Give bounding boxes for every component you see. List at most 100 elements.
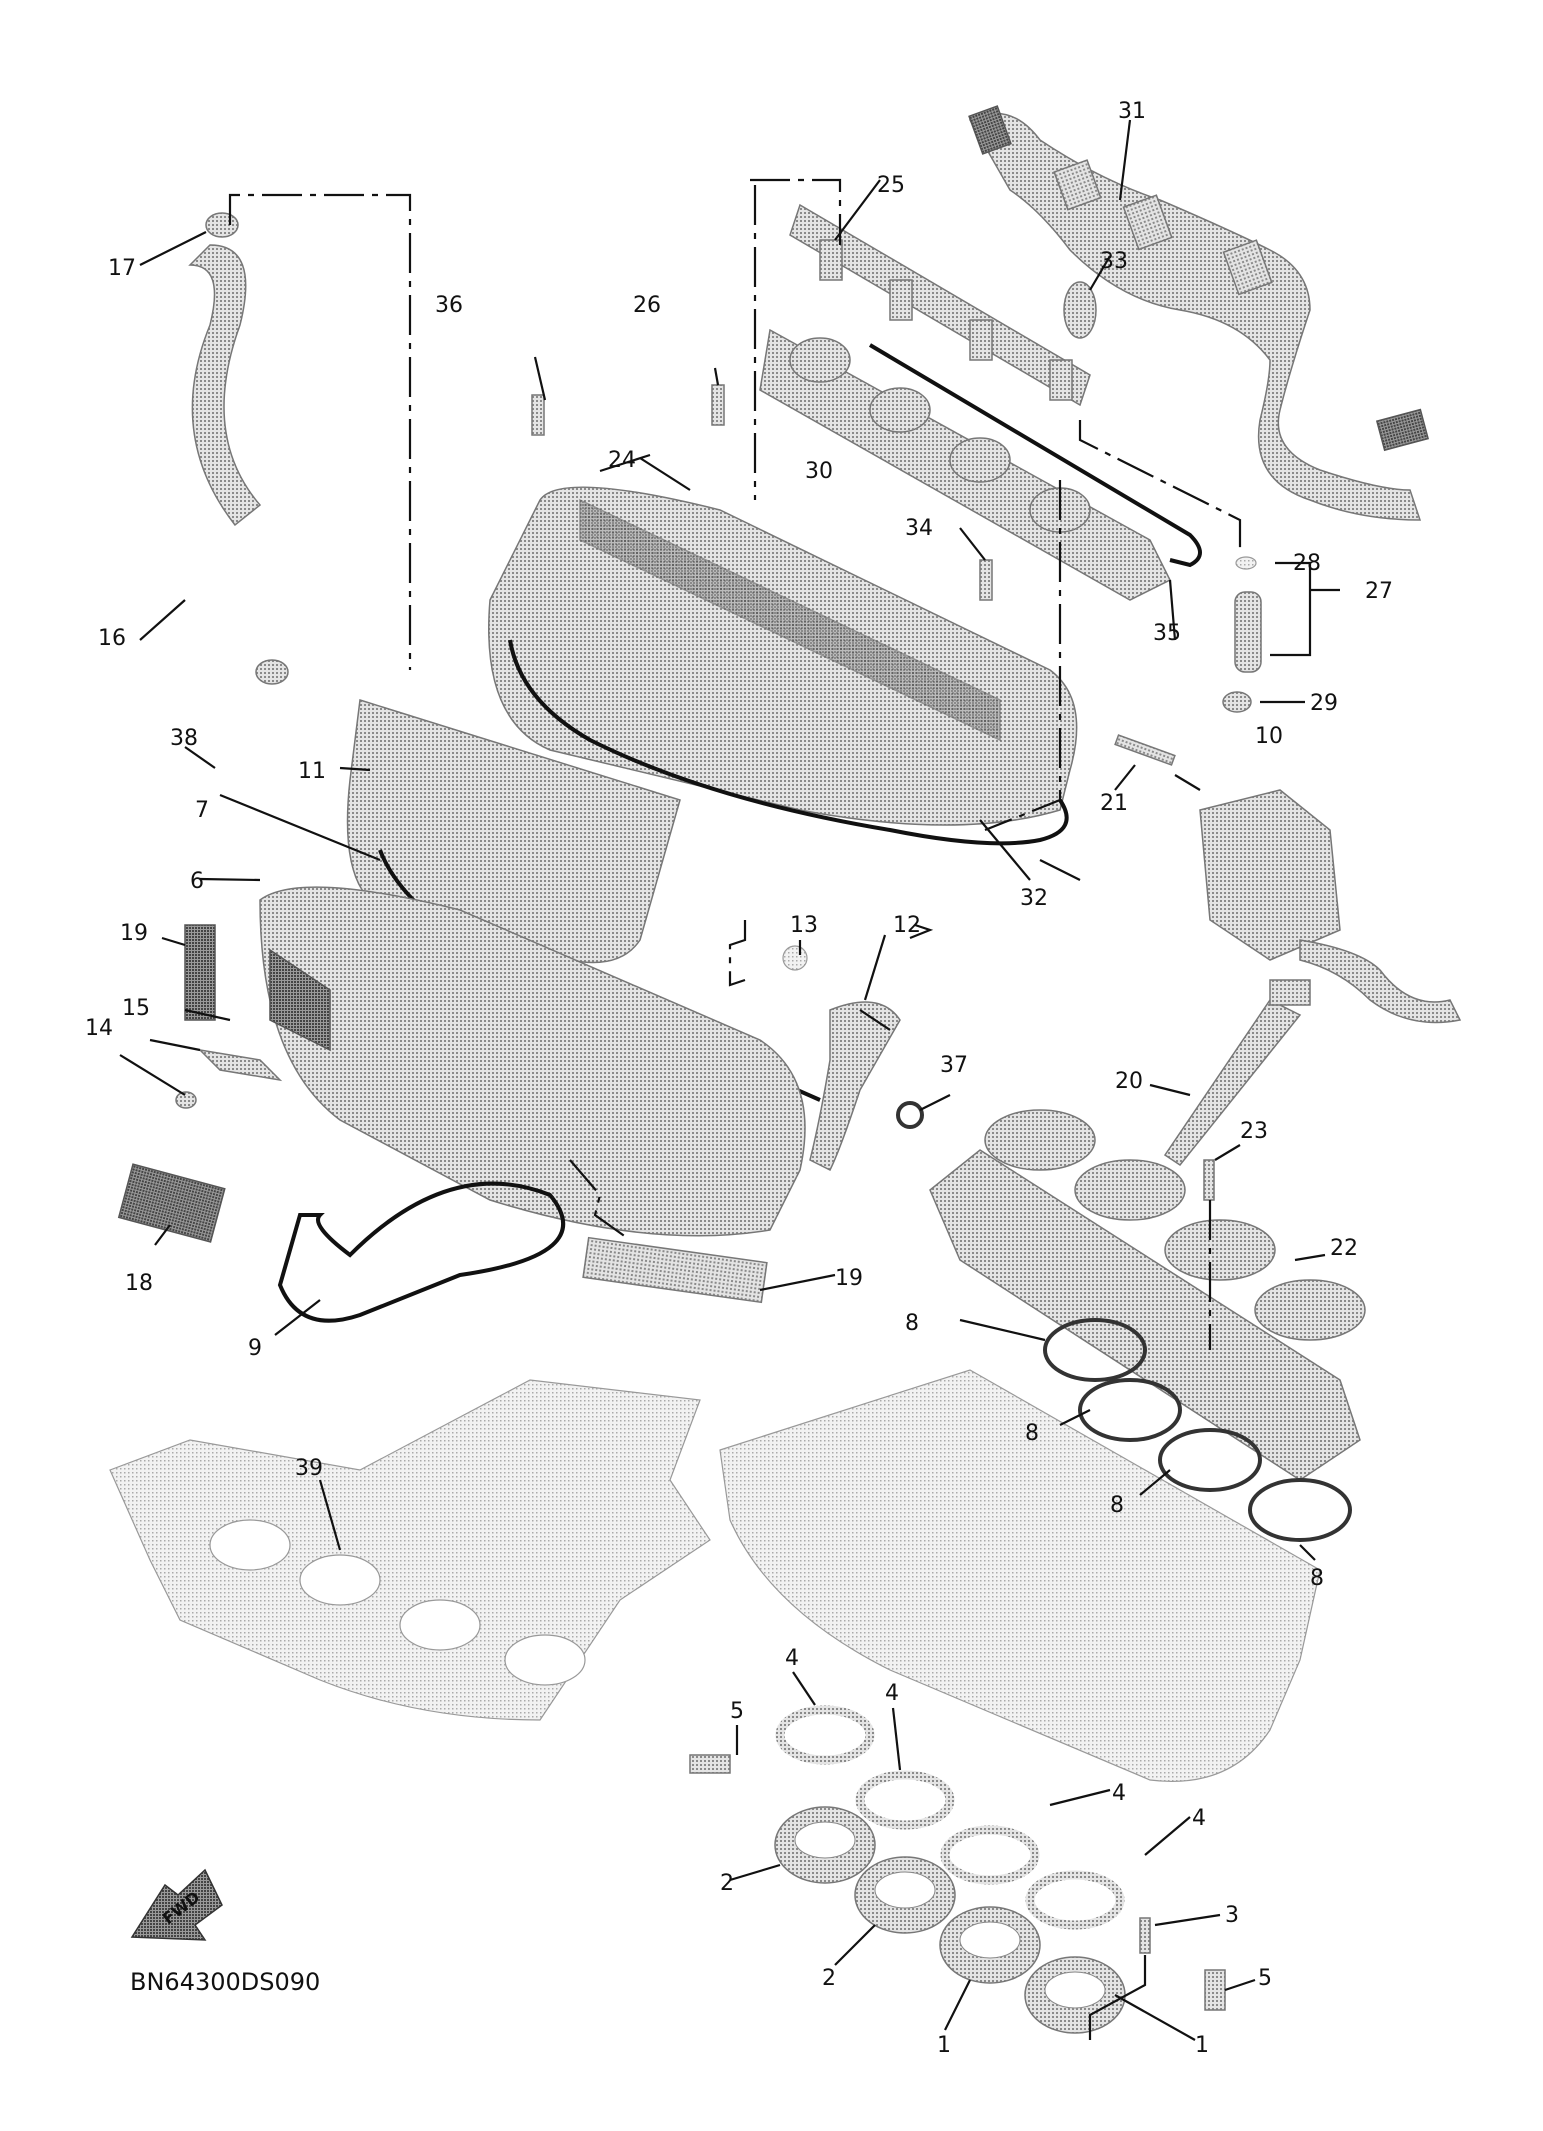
callout-11: 11 <box>298 759 326 784</box>
callout-1a: 1 <box>937 2033 951 2058</box>
callout-labels: 17 16 38 36 26 24 25 30 31 33 34 35 28 2… <box>85 99 1393 2058</box>
part-bolt-23 <box>1203 1159 1215 1201</box>
part-bolt-36 <box>531 394 545 436</box>
callout-10: 10 <box>1255 724 1283 749</box>
part-fuel-rail <box>789 203 1091 407</box>
callout-4c: 4 <box>1112 1781 1126 1806</box>
part-joint-2 <box>854 1856 956 1934</box>
callout-16: 16 <box>98 626 126 651</box>
cylinder-head-reference <box>719 1369 1321 1783</box>
callout-4b: 4 <box>885 1681 899 1706</box>
fwd-arrow-icon: FWD <box>130 1868 223 1941</box>
part-air-cleaner-cover <box>488 486 1078 846</box>
assembly-lines <box>228 178 1242 1350</box>
callout-8a: 8 <box>905 1311 919 1336</box>
part-injector <box>1234 591 1262 673</box>
part-clamp-4 <box>775 1705 875 1765</box>
part-bolt-21 <box>1114 734 1176 766</box>
callout-25: 25 <box>877 173 905 198</box>
callout-20: 20 <box>1115 1069 1143 1094</box>
callout-18: 18 <box>125 1271 153 1296</box>
part-joint-1 <box>939 1906 1041 1984</box>
part-filter-19 <box>184 924 216 1021</box>
part-wiring-harness <box>968 105 1430 521</box>
callout-24: 24 <box>608 448 636 473</box>
callout-4d: 4 <box>1192 1806 1206 1831</box>
callout-21: 21 <box>1100 791 1128 816</box>
callout-31: 31 <box>1118 99 1146 124</box>
callout-4a: 4 <box>785 1646 799 1671</box>
part-joint-1 <box>1024 1956 1126 2034</box>
callout-2a: 2 <box>720 1871 734 1896</box>
callout-19-top: 19 <box>120 921 148 946</box>
part-grommet <box>1063 281 1097 339</box>
callout-34: 34 <box>905 516 933 541</box>
callout-3: 3 <box>1225 1903 1239 1928</box>
callout-38: 38 <box>170 726 198 751</box>
callout-28: 28 <box>1293 551 1321 576</box>
callout-14: 14 <box>85 1016 113 1041</box>
part-joint-2 <box>774 1806 876 1884</box>
part-clamp-13 <box>782 945 808 971</box>
part-o-ring <box>1158 1428 1262 1492</box>
leader-lines <box>119 119 1340 2041</box>
callout-2b: 2 <box>822 1966 836 1991</box>
callout-7: 7 <box>195 798 209 823</box>
part-sensor-5b <box>1204 1969 1226 2011</box>
part-bolt-3 <box>1139 1917 1151 1954</box>
part-filter-19b <box>582 1236 768 1304</box>
part-clamp-4 <box>940 1825 1040 1885</box>
part-nut-14 <box>175 1091 197 1109</box>
part-seal <box>868 343 1202 568</box>
part-sensor-20 <box>1163 979 1311 1167</box>
callout-36: 36 <box>435 293 463 318</box>
callout-26: 26 <box>633 293 661 318</box>
part-air-cleaner-case <box>259 886 806 1237</box>
part-o-ring <box>1248 1478 1352 1542</box>
part-filter-18 <box>117 1163 226 1243</box>
callout-37: 37 <box>940 1053 968 1078</box>
part-sensor-5 <box>689 1754 731 1774</box>
part-clamp-38 <box>255 659 289 685</box>
callout-30: 30 <box>805 459 833 484</box>
part-o-ring <box>1078 1378 1182 1442</box>
callout-5b: 5 <box>1258 1966 1272 1991</box>
diagram-code: BN64300DS090 <box>130 1968 320 1996</box>
part-sensor-10 <box>1199 789 1462 1024</box>
part-o-ring <box>1043 1318 1147 1382</box>
part-o-ring-small <box>1235 556 1257 570</box>
part-seal-29 <box>1222 691 1252 713</box>
callout-8d: 8 <box>1310 1566 1324 1591</box>
part-bolt-26 <box>711 384 725 426</box>
part-clamp-37 <box>896 1101 924 1129</box>
part-injector-holder <box>759 328 1172 601</box>
callout-13: 13 <box>790 913 818 938</box>
callout-5a: 5 <box>730 1699 744 1724</box>
callout-1b: 1 <box>1195 2033 1209 2058</box>
part-bolt-34 <box>979 559 993 601</box>
callout-39: 39 <box>295 1456 323 1481</box>
callout-29: 29 <box>1310 691 1338 716</box>
part-bracket-15 <box>197 1048 283 1082</box>
callout-23: 23 <box>1240 1119 1268 1144</box>
callout-32: 32 <box>1020 886 1048 911</box>
callout-12: 12 <box>893 913 921 938</box>
callout-9: 9 <box>248 1336 262 1361</box>
callout-8b: 8 <box>1025 1421 1039 1446</box>
part-hose-12 <box>809 1001 901 1172</box>
part-clamp-4 <box>855 1770 955 1830</box>
heat-shield-holes <box>209 1519 586 1686</box>
callout-27: 27 <box>1365 579 1393 604</box>
part-seal-9 <box>277 1181 566 1323</box>
part-clamp-4 <box>1025 1870 1125 1930</box>
callout-8c: 8 <box>1110 1493 1124 1518</box>
part-heat-shield-39 <box>109 1379 711 1721</box>
callout-19-bottom: 19 <box>835 1266 863 1291</box>
callout-6: 6 <box>190 869 204 894</box>
part-clamp-17 <box>205 212 239 238</box>
callout-35: 35 <box>1153 621 1181 646</box>
callout-15: 15 <box>122 996 150 1021</box>
callout-22: 22 <box>1330 1236 1358 1261</box>
callout-33: 33 <box>1100 249 1128 274</box>
